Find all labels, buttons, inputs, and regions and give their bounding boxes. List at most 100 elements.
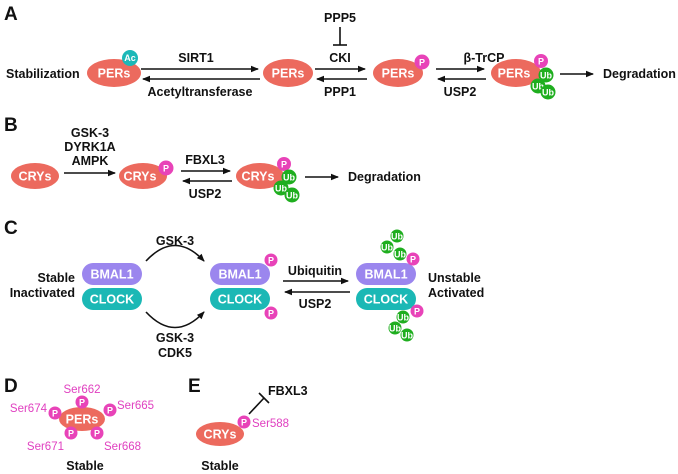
panel-letter-e: E — [188, 376, 201, 397]
phospho-badge-icon — [48, 406, 62, 420]
phospho-badge-icon — [277, 157, 291, 171]
sirt1-label: SIRT1 — [178, 51, 213, 65]
ubiquitin-badge-label: Ub — [381, 243, 393, 253]
ubiquitin-badge-label: Ub — [532, 82, 544, 92]
crys-oval — [196, 422, 244, 446]
phospho-badge-icon — [410, 304, 424, 318]
degradation-label: Degradation — [603, 67, 676, 81]
clock-pill — [210, 288, 270, 310]
crys-label: CRYs — [19, 170, 52, 184]
activated-label: Activated — [428, 286, 484, 300]
crys-unmodified: CRYs — [11, 163, 59, 189]
ubiquitin-badge-icon — [396, 310, 410, 324]
phospho-badge-icon — [264, 306, 278, 320]
pers-ubiquitinated: PERs P Ub Ub Ub — [491, 54, 556, 100]
stabilization-label: Stabilization — [6, 67, 80, 81]
ubiquitin-badge-label: Ub — [286, 191, 298, 201]
phospho-badge-label: P — [94, 429, 100, 439]
cki-label: CKI — [329, 51, 351, 65]
pers-phosphorylated: PERs P — [373, 54, 430, 87]
pers-oval — [59, 407, 105, 431]
acetyl-badge-icon — [122, 50, 138, 66]
dyrk1a-label: DYRK1A — [64, 140, 115, 154]
phospho-badge-label: P — [268, 256, 274, 266]
phospho-badge-label: P — [414, 307, 420, 317]
pers-oval — [373, 59, 423, 87]
clock-label: CLOCK — [364, 293, 408, 307]
phospho-badge-label: P — [68, 429, 74, 439]
ubiquitin-badge-icon — [388, 321, 402, 335]
panel-c: C Stable Inactivated BMAL1 CLOCK GSK-3 G… — [4, 218, 484, 360]
gsk3-label: GSK-3 — [71, 126, 109, 140]
pers-acetylated: PERs Ac — [87, 50, 141, 87]
panel-letter-c: C — [4, 218, 18, 239]
pers-oval — [263, 59, 313, 87]
pers-label: PERs — [382, 67, 415, 81]
usp2-label: USP2 — [444, 85, 477, 99]
phospho-badge-icon — [158, 160, 174, 176]
phospho-badge-icon — [90, 426, 104, 440]
ubiquitin-badge-label: Ub — [394, 250, 406, 260]
btrcp-label: β-TrCP — [464, 51, 505, 65]
phospho-badge-icon — [75, 395, 89, 409]
phospho-badge-icon — [103, 403, 117, 417]
ubiquitin-badge-label: Ub — [540, 71, 552, 81]
ubiquitin-badge-icon — [400, 328, 414, 342]
fbxl3-label: FBXL3 — [268, 384, 308, 398]
phospho-badge-label: P — [410, 255, 416, 265]
bmal1-clock-ubiquitinated: BMAL1 CLOCK Ub Ub Ub P P Ub Ub Ub — [356, 229, 424, 342]
clock-pill — [82, 288, 142, 310]
usp2-label: USP2 — [299, 297, 332, 311]
bmal1-pill — [82, 263, 142, 285]
inhibition-bar-icon — [258, 392, 270, 404]
phospho-badge-icon — [406, 252, 420, 266]
pers-label: PERs — [498, 67, 531, 81]
ubiquitin-badge-label: Ub — [391, 232, 403, 242]
crys-phosphorylated: CRYs P — [119, 160, 174, 189]
site-ser668: Ser668 — [104, 441, 141, 453]
unstable-label: Unstable — [428, 271, 481, 285]
ubiquitin-badge-icon — [538, 67, 554, 83]
phospho-badge-label: P — [79, 398, 85, 408]
gsk3-bottom-label: GSK-3 — [156, 331, 194, 345]
fbxl3-inhibition-line — [248, 397, 265, 415]
crys-oval — [236, 163, 284, 189]
ubiquitin-badge-label: Ub — [283, 173, 295, 183]
usp2-label: USP2 — [189, 187, 222, 201]
acetyl-badge-label: Ac — [124, 53, 136, 63]
bmal1-pill — [356, 263, 416, 285]
stable-caption: Stable — [201, 459, 239, 473]
panel-d: D PERs P P P P P Ser662 Ser665 Ser668 Se… — [4, 376, 154, 473]
bmal1-label: BMAL1 — [364, 268, 407, 282]
bmal1-clock-inactive: BMAL1 CLOCK — [82, 263, 142, 310]
phospho-badge-icon — [534, 54, 548, 68]
panel-a: A Stabilization PERs Ac SIRT1 Acetyltran… — [4, 4, 676, 100]
clock-label: CLOCK — [90, 293, 134, 307]
panel-e: E CRYs P Ser588 FBXL3 Stable — [188, 376, 308, 473]
phospho-badge-label: P — [281, 160, 287, 170]
pers-oval — [87, 59, 141, 87]
phospho-badge-label: P — [419, 58, 425, 68]
bmal1-label: BMAL1 — [90, 268, 133, 282]
ubiquitin-badge-icon — [281, 169, 297, 185]
crys-label: CRYs — [204, 428, 237, 442]
gsk3-top-label: GSK-3 — [156, 234, 194, 248]
ubiquitin-badge-label: Ub — [542, 88, 554, 98]
phospho-badge-label: P — [163, 164, 169, 174]
ubiquitin-badge-icon — [393, 247, 407, 261]
clock-label: CLOCK — [218, 293, 262, 307]
pers-label: PERs — [98, 67, 131, 81]
site-ser674: Ser674 — [10, 403, 48, 415]
ubiquitin-badge-label: Ub — [397, 313, 409, 323]
site-ser662: Ser662 — [63, 384, 100, 396]
pers-label: PERs — [66, 413, 99, 427]
acetyltransferase-label: Acetyltransferase — [148, 85, 253, 99]
ubiquitin-badge-icon — [284, 187, 300, 203]
phospho-badge-icon — [264, 253, 278, 267]
bmal1-label: BMAL1 — [218, 268, 261, 282]
phospho-badge-label: P — [538, 57, 544, 67]
degradation-label: Degradation — [348, 170, 421, 184]
ubiquitin-label: Ubiquitin — [288, 264, 342, 278]
pers-unmodified: PERs — [263, 59, 313, 87]
